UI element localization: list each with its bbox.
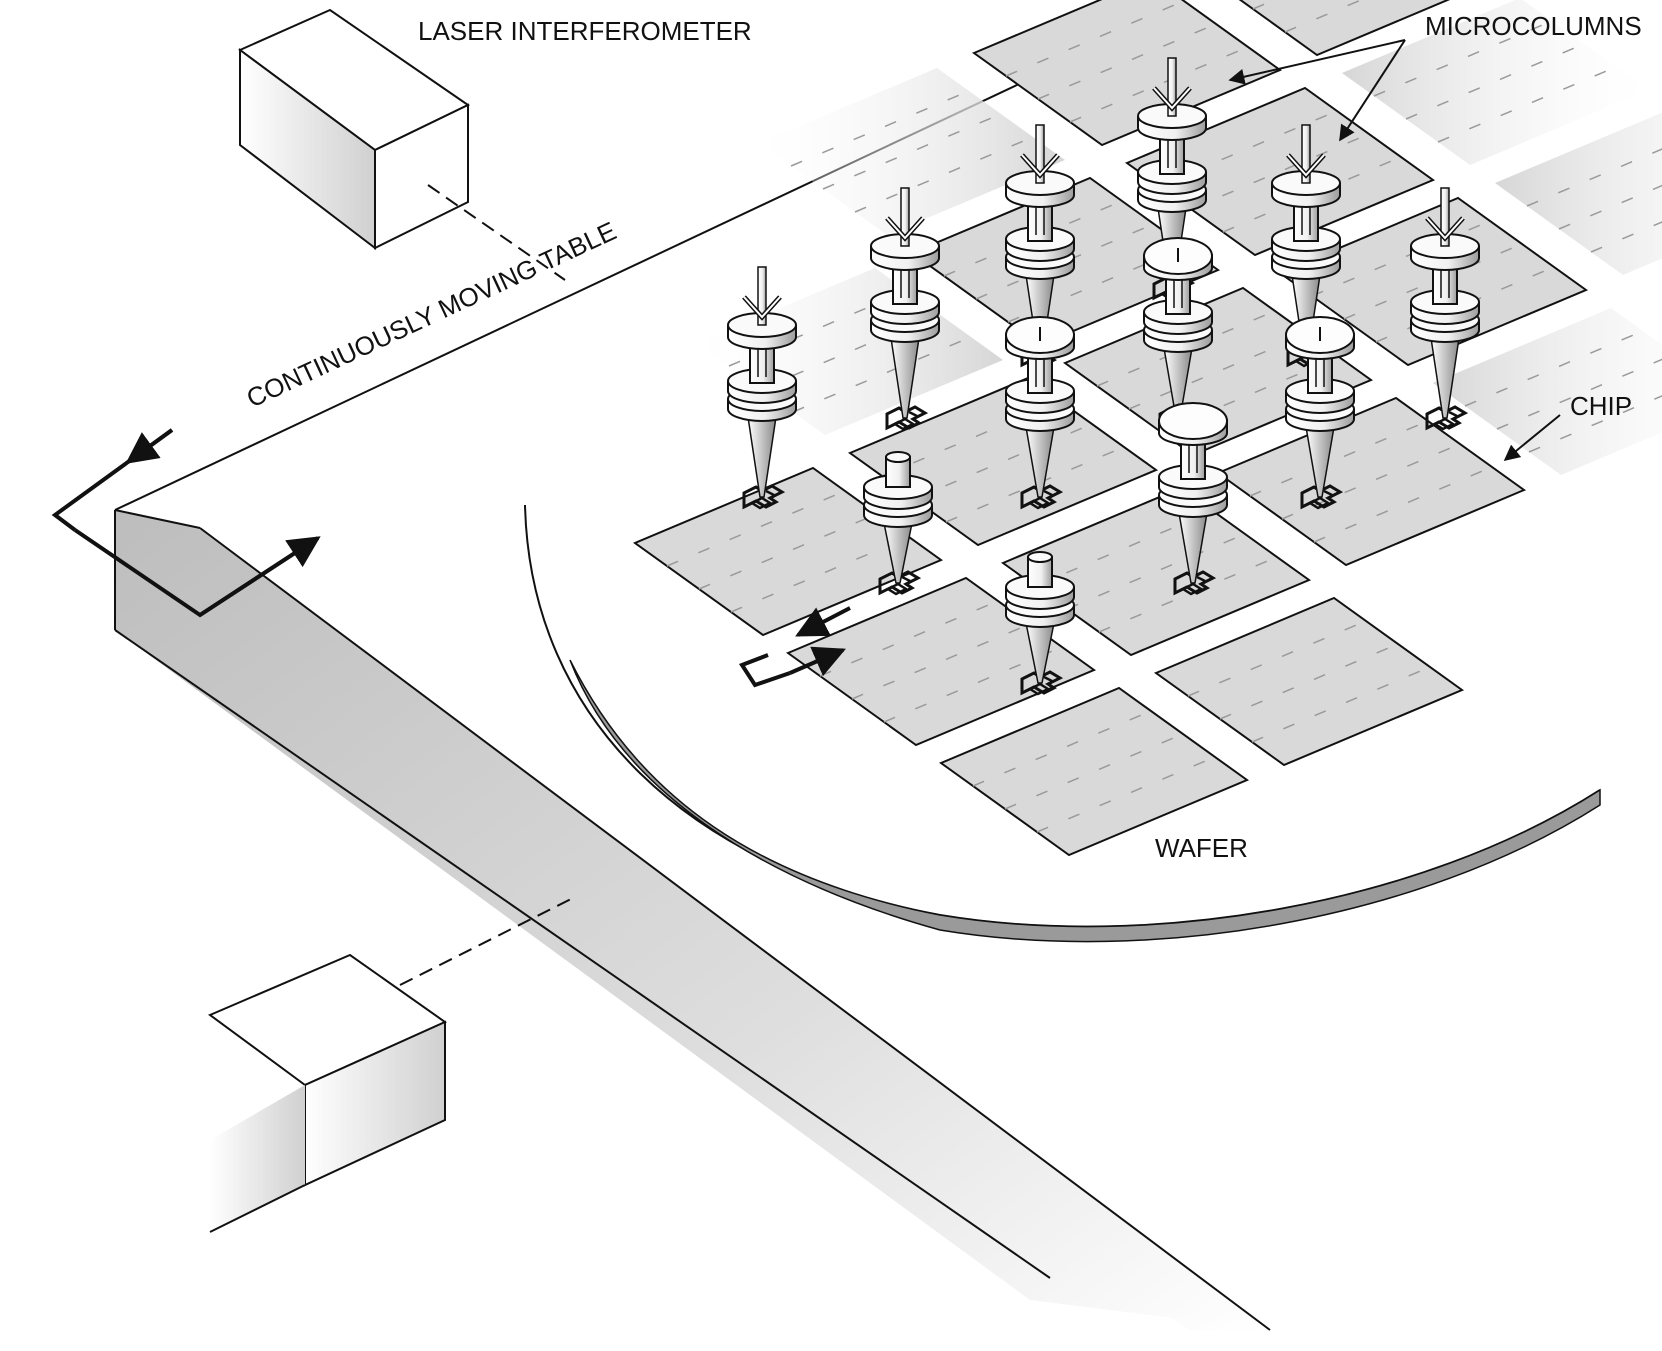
laser-interferometer-block (238, 8, 566, 281)
wafer (524, 504, 1601, 943)
chip-leader (1503, 414, 1561, 462)
microcolumn (1410, 187, 1480, 419)
microcolumn (1158, 402, 1228, 584)
microcolumn (1005, 124, 1075, 356)
microcolumn (1143, 237, 1213, 419)
wafer-label: WAFER (1155, 833, 1248, 863)
continuously-moving-table-label: CONTINUOUSLY MOVING TABLE (242, 215, 621, 413)
microcolumn (870, 187, 940, 419)
chip (759, 68, 1065, 235)
chip (1124, 86, 1436, 257)
microcolumn (1285, 316, 1355, 498)
chip (1495, 112, 1662, 275)
laser-interferometer-label: LASER INTERFEROMETER (418, 16, 752, 46)
chip (1238, 0, 1451, 57)
microcolumns-label: MICROCOLUMNS (1425, 11, 1642, 41)
moving-table (114, 59, 1271, 1331)
chip (938, 686, 1250, 857)
chip-label: CHIP (1570, 391, 1632, 421)
microcolumn-array (727, 57, 1480, 684)
table-motion-arrows (51, 428, 321, 618)
chip (1342, 0, 1648, 165)
microcolumns-leaders (1228, 39, 1406, 142)
lower-interferometer-block (208, 896, 576, 1233)
chip (1433, 308, 1662, 475)
microcolumn (1005, 551, 1075, 684)
microcolumn (1005, 316, 1075, 498)
microcolumn (1271, 124, 1341, 356)
microcolumn (727, 266, 797, 498)
chip (1153, 596, 1465, 767)
chip (971, 0, 1283, 147)
scan-motion-arrows (738, 606, 851, 688)
microcolumn (863, 451, 933, 584)
chip (1000, 486, 1312, 657)
microcolumn (1137, 57, 1207, 289)
